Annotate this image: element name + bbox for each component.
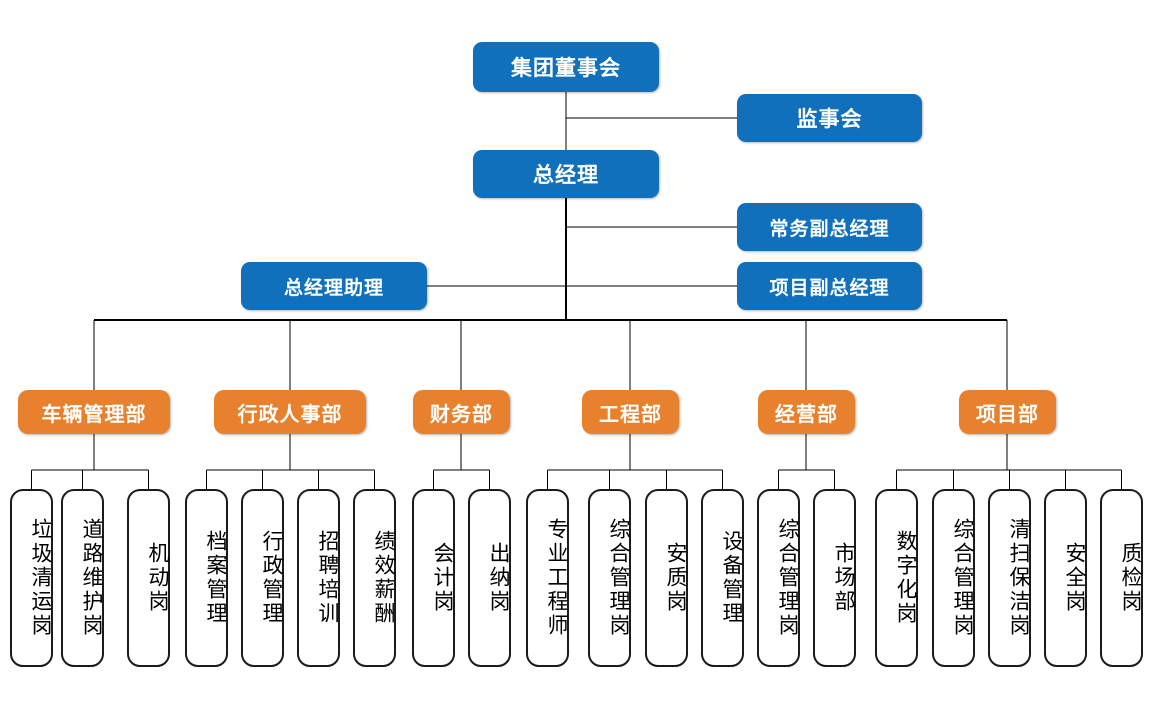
node-label: 总经理: [533, 164, 599, 187]
node-position-13[interactable]: 综合管理岗: [757, 489, 800, 667]
node-position-1[interactable]: 道路维护岗: [61, 489, 104, 667]
node-position-4[interactable]: 行政管理: [241, 489, 284, 667]
node-label: 清扫保洁岗: [1007, 518, 1030, 638]
node-position-5[interactable]: 招聘培训: [297, 489, 340, 667]
node-label: 垃圾清运岗: [29, 518, 52, 638]
node-label: 档案管理: [204, 530, 227, 626]
node-label: 项目副总经理: [769, 277, 890, 299]
node-label: 综合管理岗: [951, 518, 974, 638]
node-label: 绩效薪酬: [372, 530, 395, 626]
node-position-17[interactable]: 清扫保洁岗: [988, 489, 1031, 667]
node-label: 行政管理: [260, 530, 283, 626]
node-label: 机动岗: [146, 542, 169, 614]
node-label: 项目部: [976, 403, 1039, 426]
node-label: 集团董事会: [511, 57, 621, 80]
node-position-8[interactable]: 出纳岗: [468, 489, 511, 667]
node-label: 会计岗: [431, 542, 454, 614]
node-label: 监事会: [796, 108, 863, 131]
node-position-2[interactable]: 机动岗: [127, 489, 170, 667]
node-position-9[interactable]: 专业工程师: [526, 489, 569, 667]
node-label: 财务部: [430, 403, 493, 426]
node-label: 经营部: [775, 403, 838, 426]
node-department-finance[interactable]: 财务部: [413, 390, 510, 434]
node-label: 出纳岗: [487, 542, 510, 614]
node-label: 数字化岗: [894, 530, 917, 626]
node-position-10[interactable]: 综合管理岗: [588, 489, 631, 667]
node-position-6[interactable]: 绩效薪酬: [353, 489, 396, 667]
node-label: 工程部: [599, 403, 662, 426]
node-position-15[interactable]: 数字化岗: [875, 489, 918, 667]
node-label: 安全岗: [1063, 542, 1086, 614]
node-label: 市场部: [832, 542, 855, 614]
node-label: 车辆管理部: [41, 403, 147, 426]
node-department-operations[interactable]: 经营部: [758, 390, 855, 434]
node-position-11[interactable]: 安质岗: [645, 489, 688, 667]
node-department-project[interactable]: 项目部: [959, 390, 1056, 434]
node-executive-deputy-gm[interactable]: 常务副总经理: [737, 203, 922, 251]
node-label: 行政人事部: [237, 403, 343, 426]
node-general-manager[interactable]: 总经理: [473, 150, 659, 198]
node-department-engineering[interactable]: 工程部: [582, 390, 679, 434]
node-label: 道路维护岗: [80, 518, 103, 638]
node-department-vehicle[interactable]: 车辆管理部: [18, 390, 170, 434]
node-position-7[interactable]: 会计岗: [412, 489, 455, 667]
node-position-14[interactable]: 市场部: [813, 489, 856, 667]
node-supervisory-board[interactable]: 监事会: [737, 94, 922, 142]
node-label: 综合管理岗: [776, 518, 799, 638]
node-label: 质检岗: [1119, 542, 1142, 614]
node-label: 设备管理: [720, 530, 743, 626]
node-position-16[interactable]: 综合管理岗: [932, 489, 975, 667]
node-label: 综合管理岗: [607, 518, 630, 638]
node-gm-assistant[interactable]: 总经理助理: [241, 262, 427, 310]
node-position-19[interactable]: 质检岗: [1100, 489, 1143, 667]
node-position-12[interactable]: 设备管理: [701, 489, 744, 667]
node-label: 安质岗: [664, 542, 687, 614]
node-label: 招聘培训: [316, 530, 339, 626]
node-department-admin-hr[interactable]: 行政人事部: [214, 390, 366, 434]
node-project-deputy-gm[interactable]: 项目副总经理: [737, 262, 922, 310]
node-board-of-directors[interactable]: 集团董事会: [473, 42, 659, 92]
node-label: 常务副总经理: [769, 218, 890, 240]
node-position-18[interactable]: 安全岗: [1044, 489, 1087, 667]
node-position-3[interactable]: 档案管理: [185, 489, 228, 667]
node-label: 总经理助理: [283, 277, 384, 299]
node-position-0[interactable]: 垃圾清运岗: [10, 489, 53, 667]
node-label: 专业工程师: [545, 518, 568, 638]
